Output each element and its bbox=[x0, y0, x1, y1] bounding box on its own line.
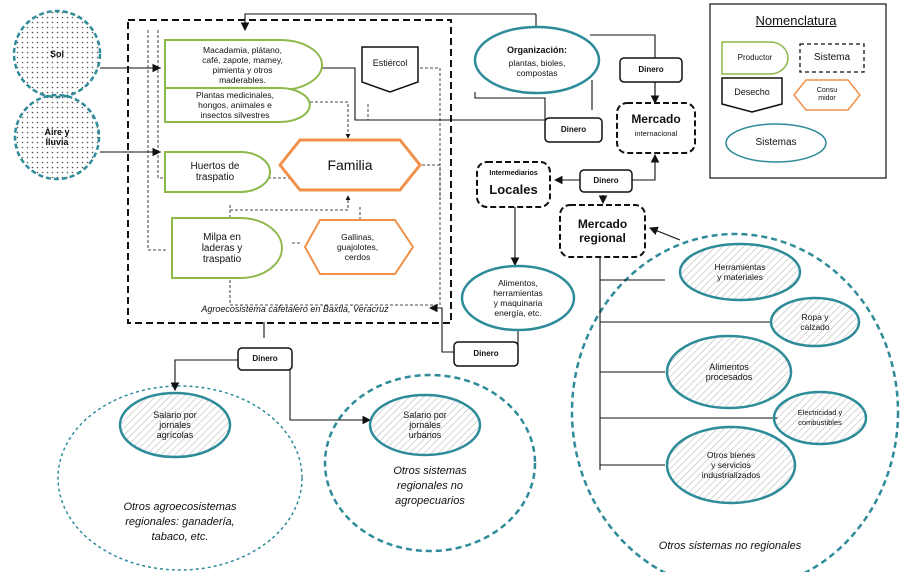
agro-label: Agroecosistema cafetalero en Baxtla, Ver… bbox=[201, 304, 389, 314]
salario-agr-ellipse bbox=[118, 391, 232, 459]
estiercol-label: Estiércol bbox=[372, 58, 408, 68]
milpa-shape bbox=[171, 217, 283, 279]
organizacion-title: Organización: bbox=[506, 45, 567, 55]
otros-no-reg-label: Otros sistemas no regionales bbox=[658, 540, 802, 552]
huertos-shape bbox=[164, 151, 271, 193]
salario-agr-label: Salario por jornales agrícolas bbox=[153, 410, 197, 440]
otros-no-reg-ellipse bbox=[570, 232, 900, 572]
estiercol-shape bbox=[361, 46, 419, 93]
mercado-reg-label: Mercado regional bbox=[577, 217, 628, 245]
familia-label: Familia bbox=[327, 157, 373, 173]
legend-productor-label: Productor bbox=[737, 53, 773, 62]
mercado-int-sub: internacional bbox=[634, 129, 678, 138]
dinero-label-3: Dinero bbox=[593, 176, 619, 185]
otros-reg-ellipse bbox=[323, 373, 537, 553]
legend-productor-shape bbox=[721, 41, 789, 75]
legend-sistemas-shape bbox=[725, 123, 827, 163]
gallinas-hexagon bbox=[303, 219, 415, 275]
dinero-label-4: Dinero bbox=[473, 349, 499, 358]
dinero-box-5 bbox=[237, 347, 293, 371]
intermediarios-big: Locales bbox=[489, 182, 538, 197]
ropa-ellipse bbox=[769, 296, 861, 348]
legend-sistemas-label: Sistemas bbox=[755, 137, 797, 148]
herramientas-label: Herramientas y materiales bbox=[714, 262, 766, 282]
agroecosistema-box bbox=[127, 19, 452, 324]
alimentos-herr-label: Alimentos, herramientas y maquinaria ene… bbox=[493, 278, 543, 318]
otros-agro-ellipse bbox=[57, 385, 303, 571]
legend-desecho-shape bbox=[721, 77, 783, 113]
familia-hexagon bbox=[278, 138, 422, 192]
electricidad-ellipse bbox=[772, 390, 868, 446]
dinero-box-1 bbox=[619, 57, 683, 83]
huertos-label: Huertos de traspatio bbox=[190, 161, 240, 183]
mercado-reg-box bbox=[559, 204, 646, 258]
legend-sistema-shape bbox=[799, 43, 865, 73]
aire-label: Aire y lluvia bbox=[44, 127, 70, 147]
aire-lluvia-circle bbox=[13, 93, 101, 181]
plantas-shape bbox=[164, 87, 311, 123]
legend-consumidor-shape bbox=[793, 79, 861, 111]
dinero-box-4 bbox=[453, 341, 519, 367]
otros-reg-label: Otros sistemas regionales no agropecuari… bbox=[393, 464, 467, 507]
dinero-label-5: Dinero bbox=[252, 354, 278, 363]
otros-bienes-ellipse bbox=[665, 425, 797, 505]
herramientas-ellipse bbox=[678, 242, 802, 302]
dinero-label-1: Dinero bbox=[638, 65, 664, 74]
otros-agro-label: Otros agroecosistemas regionales: ganade… bbox=[123, 500, 237, 543]
legend-desecho-label: Desecho bbox=[734, 87, 770, 97]
legend-sistema-label: Sistema bbox=[813, 52, 851, 63]
organizacion-ellipse bbox=[473, 25, 601, 95]
gallinas-label: Gallinas, guajolotes, cerdos bbox=[336, 232, 379, 262]
otros-bienes-label: Otros bienes y servicios industrializado… bbox=[701, 450, 761, 480]
alimentos-proc-label: Alimentos procesados bbox=[705, 362, 753, 382]
dinero-box-2 bbox=[544, 117, 603, 143]
intermediarios-box bbox=[476, 161, 551, 208]
legend-consumidor-label: Consu midor bbox=[816, 87, 838, 102]
sol-label: Sol bbox=[49, 49, 64, 59]
milpa-label: Milpa en laderas y traspatio bbox=[201, 231, 243, 265]
organizacion-body: plantas, bioles, compostas bbox=[508, 58, 566, 78]
mercado-int-box bbox=[616, 102, 696, 154]
plantas-label: Plantas medicinales, hongos, animales e … bbox=[196, 90, 274, 120]
ropa-label: Ropa y calzado bbox=[800, 312, 830, 332]
macadamia-label: Macadamia, plátano, café, zapote, mamey,… bbox=[202, 45, 283, 85]
intermediarios-small: Intermediarios bbox=[489, 170, 538, 177]
legend-title: Nomenclatura bbox=[755, 13, 837, 28]
electricidad-label: Electricidad y combustibles bbox=[797, 408, 843, 427]
salario-urb-ellipse bbox=[368, 393, 482, 457]
dinero-label-2: Dinero bbox=[560, 125, 587, 134]
salario-urb-label: Salario por jornales urbanos bbox=[403, 410, 447, 440]
alimentos-proc-ellipse bbox=[665, 334, 793, 410]
dinero-box-3 bbox=[579, 169, 633, 193]
alimentos-herr-ellipse bbox=[460, 264, 576, 332]
mercado-int-title: Mercado bbox=[631, 112, 681, 126]
